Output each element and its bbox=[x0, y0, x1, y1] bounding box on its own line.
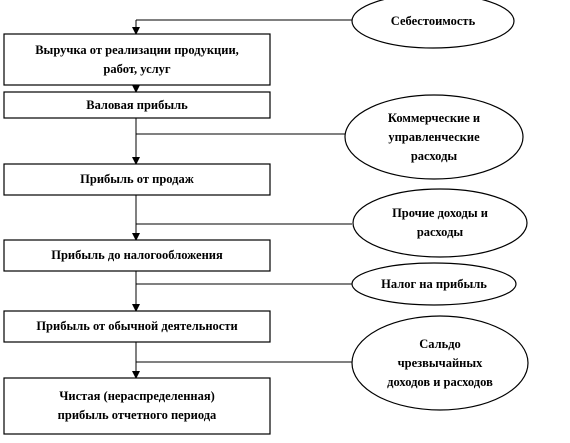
step-box-sales-profit bbox=[3, 163, 271, 196]
step-box-pretax-profit bbox=[3, 239, 271, 272]
adjustment-ellipse-other-income bbox=[352, 188, 528, 258]
step-box-ordinary-profit bbox=[3, 310, 271, 343]
adjustment-ellipse-extraordinary bbox=[351, 315, 529, 411]
adjustment-ellipse-commercial-expenses bbox=[344, 94, 524, 180]
step-box-revenue bbox=[3, 33, 271, 86]
step-box-gross-profit bbox=[3, 91, 271, 119]
adjustment-ellipse-cost bbox=[351, 0, 515, 49]
adjustment-ellipse-profit-tax bbox=[351, 262, 517, 306]
step-box-net-profit bbox=[3, 377, 271, 435]
